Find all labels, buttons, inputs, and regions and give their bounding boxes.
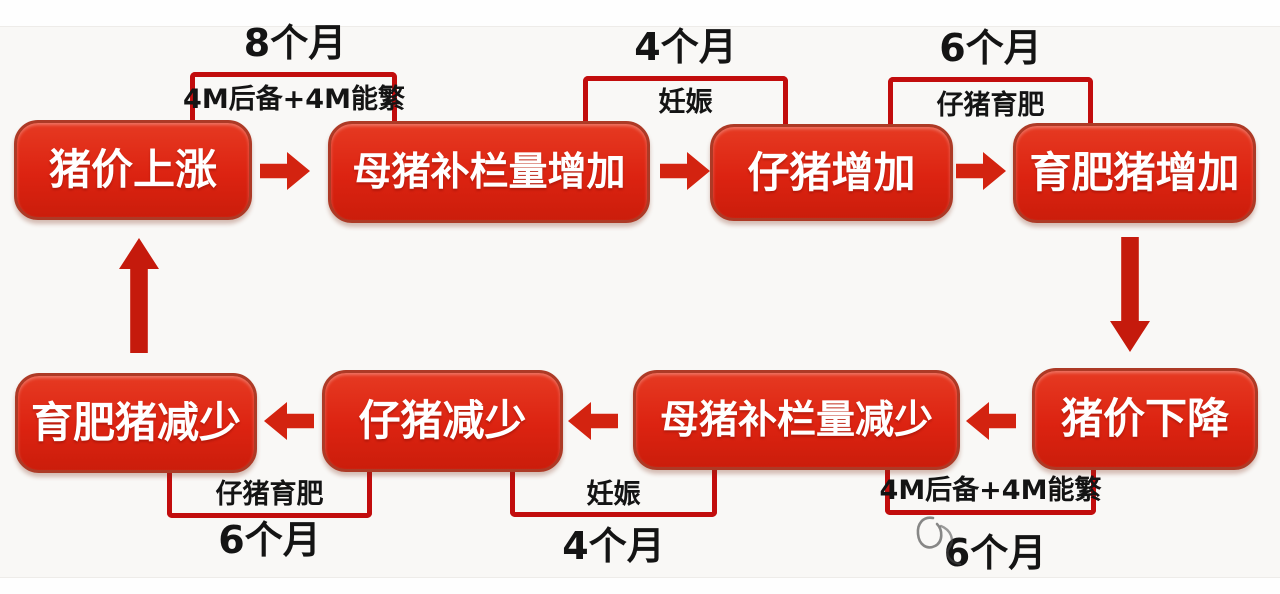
connector-bracket-top-1 xyxy=(190,72,397,121)
node-pig-price-fall-label: 猪价下降 xyxy=(1060,394,1229,443)
arrow-down-icon xyxy=(1110,237,1150,352)
connector-bracket-bottom-2 xyxy=(510,470,717,517)
connector-3-detail: 仔猪育肥 xyxy=(936,90,1045,121)
watermark-scribble-icon xyxy=(916,516,962,566)
background-strip-bottom xyxy=(0,577,1280,594)
connector-bracket-bottom-3 xyxy=(885,470,1096,515)
arrow-left-icon xyxy=(568,402,618,440)
connector-4-duration: 6个月 xyxy=(218,518,321,562)
node-fattening-pigs-increase: 育肥猪增加 xyxy=(1013,123,1256,223)
connector-bracket-bottom-1 xyxy=(167,472,372,518)
node-pig-price-rise: 猪价上涨 xyxy=(14,120,252,220)
arrow-right-icon xyxy=(660,152,710,190)
connector-4-detail: 仔猪育肥 xyxy=(215,479,324,510)
node-sow-restocking-decrease-label: 母猪补栏量减少 xyxy=(659,397,933,443)
connector-1-detail: 4M后备+4M能繁 xyxy=(183,84,405,115)
connector-bracket-top-3 xyxy=(888,77,1093,124)
node-pig-price-fall: 猪价下降 xyxy=(1032,368,1258,470)
connector-5-detail: 妊娠 xyxy=(586,479,641,510)
arrow-right-icon xyxy=(956,152,1006,190)
connector-6-duration: 6个月 xyxy=(943,531,1047,575)
node-piglets-increase-label: 仔猪增加 xyxy=(747,147,916,197)
arrow-left-icon xyxy=(264,402,314,440)
node-piglets-increase: 仔猪增加 xyxy=(710,124,953,221)
arrow-up-icon xyxy=(119,238,159,353)
node-piglets-decrease-label: 仔猪减少 xyxy=(358,396,527,445)
node-sow-restocking-increase: 母猪补栏量增加 xyxy=(328,121,650,223)
connector-5-duration: 4个月 xyxy=(562,524,665,568)
node-sow-restocking-increase-label: 母猪补栏量增加 xyxy=(352,149,626,195)
arrow-left-icon xyxy=(966,402,1016,440)
node-fattening-pigs-decrease-label: 育肥猪减少 xyxy=(30,398,241,447)
connector-6-detail: 4M后备+4M能繁 xyxy=(879,475,1102,506)
connector-1-duration: 8个月 xyxy=(243,21,347,65)
connector-2-duration: 4个月 xyxy=(634,25,737,69)
node-sow-restocking-decrease: 母猪补栏量减少 xyxy=(633,370,960,470)
node-fattening-pigs-increase-label: 育肥猪增加 xyxy=(1029,148,1240,197)
connector-bracket-top-2 xyxy=(583,76,788,125)
arrow-right-icon xyxy=(260,152,310,190)
node-piglets-decrease: 仔猪减少 xyxy=(322,370,563,472)
connector-2-detail: 妊娠 xyxy=(658,87,713,118)
node-fattening-pigs-decrease: 育肥猪减少 xyxy=(15,373,257,473)
connector-3-duration: 6个月 xyxy=(939,26,1042,70)
node-pig-price-rise-label: 猪价上涨 xyxy=(48,145,217,194)
background-strip-top xyxy=(0,0,1280,27)
